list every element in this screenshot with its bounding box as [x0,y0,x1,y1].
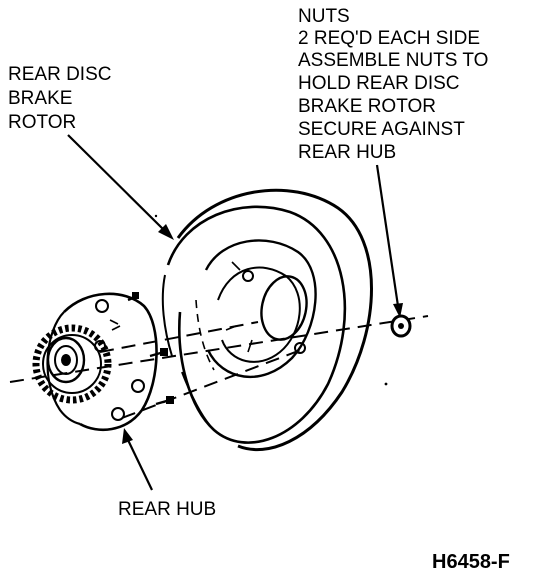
speck [154,214,158,218]
nuts-label-line-3: ASSEMBLE NUTS TO [298,50,488,71]
nuts-label-line-6: SECURE AGAINST [298,119,465,140]
nut-leader-arrow [375,164,403,318]
rear-hub [32,292,174,432]
nuts-label-line-5: BRAKE ROTOR [298,96,436,117]
nuts-label: NUTS 2 REQ'D EACH SIDE ASSEMBLE NUTS TO … [298,6,488,163]
rotor-leader-arrow [67,134,174,240]
nuts-label-line-1: NUTS [298,6,350,27]
nuts-label-line-4: HOLD REAR DISC [298,73,460,94]
brake-rotor [161,188,373,451]
figure-id: H6458-F [432,551,510,573]
rotor-label-line-3: ROTOR [8,112,76,133]
hub-label: REAR HUB [118,499,216,520]
rotor-label: REAR DISC BRAKE ROTOR [8,64,111,133]
rotor-label-line-1: REAR DISC [8,64,111,85]
nuts-label-line-7: REAR HUB [298,142,396,163]
centerlines [9,315,429,419]
nuts-label-line-2: 2 REQ'D EACH SIDE [298,28,480,49]
lug-nut [390,314,412,338]
hub-leader-arrow [122,428,153,491]
speck [384,382,388,386]
rotor-label-line-2: BRAKE [8,88,72,109]
